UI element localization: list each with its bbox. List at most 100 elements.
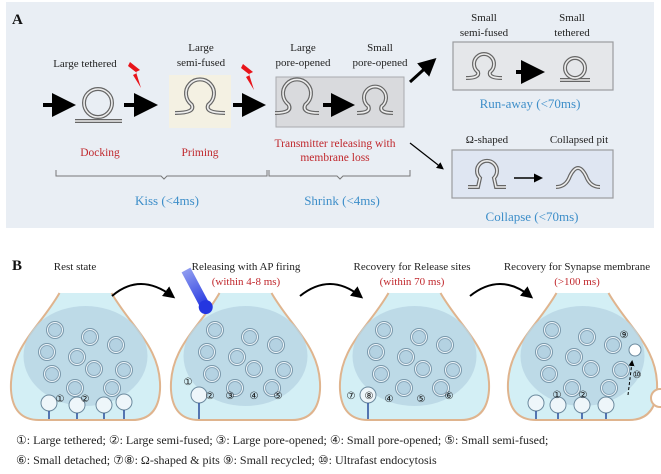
vesicle-icon	[277, 363, 291, 377]
vesicle-icon	[117, 363, 131, 377]
stage-title: Recovery for Release sites	[354, 261, 471, 273]
synaptic-terminal	[506, 292, 659, 421]
semi-fused-box	[169, 75, 231, 128]
label-small-pore-1: Small	[367, 42, 393, 54]
marker-label: ④	[385, 394, 394, 405]
curved-arrow-icon	[111, 283, 176, 299]
vesicle-icon	[584, 362, 598, 376]
omega-vesicle-icon	[468, 160, 506, 188]
marker-label: ②	[81, 394, 90, 405]
vesicle-icon	[537, 345, 551, 359]
vesicle-icon	[269, 338, 283, 352]
docked-vesicle-icon	[95, 396, 113, 414]
arrows	[43, 57, 545, 183]
mode-kiss: Kiss (<4ms)	[135, 193, 199, 208]
docked-vesicle-icon	[597, 396, 615, 414]
marker-label: ②	[579, 390, 588, 401]
label-large-pore-1: Large	[290, 42, 316, 54]
pore-opened-vesicle-icon	[356, 85, 394, 114]
arrow-icon	[408, 57, 437, 84]
marker-label: ⑩	[633, 370, 642, 381]
vesicle-icon	[265, 381, 279, 395]
label-small-tethered-2: tethered	[554, 27, 590, 39]
vesicle-icon	[109, 338, 123, 352]
label-small-pore-2: pore-opened	[353, 57, 408, 69]
legend-line-1: ①: Large tethered; ②: Large semi-fused; …	[16, 433, 548, 447]
stage-subtitle: (within 4-8 ms)	[212, 276, 281, 288]
vesicle-icon	[105, 381, 119, 395]
vesicle-icon	[247, 362, 261, 376]
docked-vesicle-icon	[527, 394, 545, 412]
label-small-tethered-1: Small	[559, 12, 585, 24]
vesicle-icon	[416, 362, 430, 376]
marker-label: ④	[250, 391, 259, 402]
synaptic-terminal	[9, 292, 162, 421]
recycled-vesicle-icon	[628, 343, 642, 357]
curved-arrow-icon	[299, 283, 364, 299]
stage-title: Recovery for Synapse membrane	[504, 261, 650, 273]
label-large-semi-fused-1: Large	[188, 42, 214, 54]
mode-collapse: Collapse (<70ms)	[486, 209, 579, 224]
vesicle-icon	[602, 381, 616, 395]
vesicle-icon	[83, 330, 97, 344]
label-collapsed-pit: Collapsed pit	[550, 134, 608, 146]
run-away-box	[452, 41, 614, 91]
vesicle-icon	[205, 367, 219, 381]
label-large-tethered: Large tethered	[53, 58, 117, 70]
lightning-icon	[241, 64, 254, 90]
vesicle-icon	[68, 381, 82, 395]
label-large-pore-2: pore-opened	[276, 57, 331, 69]
panel-a-label: A	[12, 12, 23, 28]
vesicle-icon	[397, 381, 411, 395]
vesicle-icon	[45, 367, 59, 381]
stage-title: Releasing with AP firing	[192, 261, 301, 273]
vesicle-icon	[565, 381, 579, 395]
electrode-icon	[181, 267, 213, 315]
stage-subtitle: (within 70 ms)	[380, 276, 445, 288]
vesicle-icon	[40, 345, 54, 359]
vesicle-icon	[230, 350, 244, 364]
vesicle-icon	[412, 330, 426, 344]
step-transmitter-2: membrane loss	[300, 152, 370, 164]
vesicle-icon	[228, 381, 242, 395]
vesicle-icon	[70, 350, 84, 364]
vesicle-icon	[614, 363, 628, 377]
endocytic-pit-icon	[650, 388, 661, 408]
label-small-semi-fused-2: semi-fused	[460, 27, 509, 39]
panel-a: A Large tethered Large semi-fused Large …	[6, 2, 654, 228]
kiss-bracket	[55, 170, 268, 180]
legend-line-2: ⑥: Small detached; ⑦⑧: Ω-shaped & pits ⑨…	[16, 453, 437, 467]
mode-shrink: Shrink (<4ms)	[304, 193, 380, 208]
step-docking: Docking	[80, 147, 120, 159]
stage-subtitle: (>100 ms)	[554, 276, 600, 288]
vesicle-icon	[446, 363, 460, 377]
tethered-vesicle-icon	[83, 88, 113, 118]
label-small-semi-fused-1: Small	[471, 12, 497, 24]
marker-label: ①	[553, 390, 562, 401]
vesicle-icon	[208, 323, 222, 337]
vesicle-icon	[399, 350, 413, 364]
vesicle-icon	[580, 330, 594, 344]
vesicle-icon	[438, 338, 452, 352]
curved-arrow-icon	[469, 283, 534, 299]
panel-b: B Rest state Releasing with AP firing (w…	[9, 258, 661, 467]
vesicle-icon	[434, 381, 448, 395]
collapsed-pit-icon	[555, 167, 601, 188]
marker-label: ⑦	[347, 391, 356, 402]
vesicle-icons	[75, 52, 601, 189]
marker-label: ⑨	[620, 330, 629, 341]
arrow-icon	[409, 142, 444, 170]
marker-label: ⑥	[445, 391, 454, 402]
label-omega-shaped: Ω-shaped	[466, 134, 509, 146]
vesicle-icon	[87, 362, 101, 376]
step-priming: Priming	[181, 147, 218, 159]
marker-label: ①	[56, 394, 65, 405]
vesicle-icon	[374, 367, 388, 381]
vesicle-icon	[369, 345, 383, 359]
semi-fused-vesicle-icon	[174, 78, 226, 114]
docked-vesicle-icon	[115, 393, 133, 411]
label-large-semi-fused-2: semi-fused	[177, 57, 226, 69]
marker-label: ②	[206, 391, 215, 402]
